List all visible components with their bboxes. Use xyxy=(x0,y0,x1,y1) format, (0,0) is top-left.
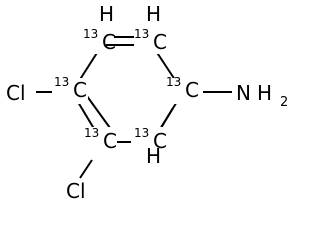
mask-c5 xyxy=(81,127,117,157)
mask-c6 xyxy=(52,78,88,104)
mask-c4 xyxy=(131,127,177,157)
chlorine-lower: Cl xyxy=(66,179,86,203)
bond-c5-c6-double xyxy=(83,91,111,129)
c5-isotope: 13 xyxy=(84,126,99,140)
molecule-diagram: 13 C H 13 C H 13 C 13 C H 13 C 13 C Cl C… xyxy=(6,2,292,203)
c4-hydrogen: H xyxy=(146,144,161,168)
chlorine-upper: Cl xyxy=(6,81,26,105)
c3-symbol: C xyxy=(185,78,199,102)
c4-symbol: C xyxy=(153,129,167,153)
bond-c5-cl xyxy=(79,159,93,179)
amine-h-count: 2 xyxy=(280,95,288,110)
mask-c3 xyxy=(164,78,200,104)
c6-isotope: 13 xyxy=(54,75,69,89)
mask-c1 xyxy=(84,28,106,54)
c6-symbol: C xyxy=(73,78,87,102)
c2-hydrogen: H xyxy=(146,2,161,26)
c1-symbol: C xyxy=(102,30,116,54)
c3-isotope: 13 xyxy=(166,75,181,89)
mask-nh2 xyxy=(232,80,292,110)
c2-isotope: 13 xyxy=(134,27,149,41)
amine-hydrogen: H xyxy=(257,81,272,105)
structure-canvas: 13 C H 13 C H 13 C 13 C H 13 C 13 C Cl C… xyxy=(6,2,292,203)
c1-hydrogen: H xyxy=(99,2,114,26)
c2-symbol: C xyxy=(153,30,167,54)
amine-nitrogen: N xyxy=(236,81,251,105)
c1-isotope: 13 xyxy=(83,27,98,41)
c5-symbol: C xyxy=(103,129,117,153)
mask-c2 xyxy=(134,28,174,54)
c4-isotope: 13 xyxy=(134,126,149,140)
